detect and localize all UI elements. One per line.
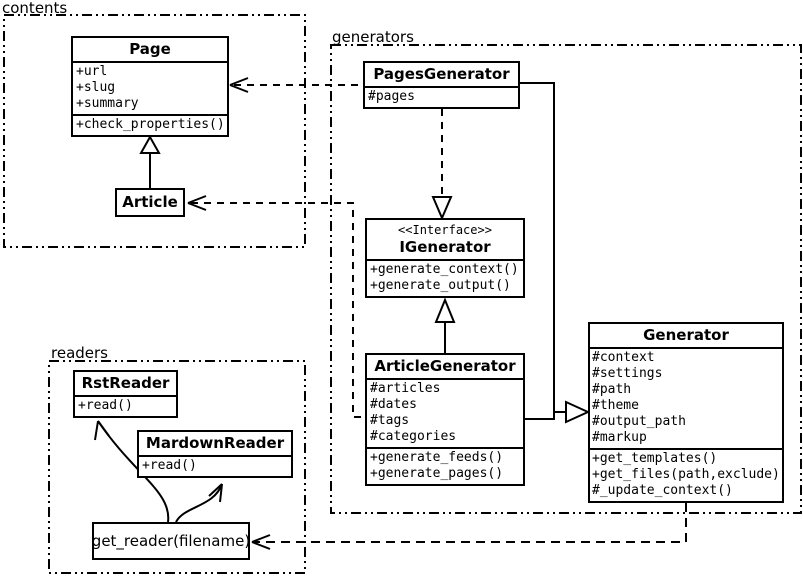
class-pagesgenerator: PagesGenerator #pages <box>363 61 520 109</box>
package-label-readers: readers <box>51 344 108 362</box>
package-label-contents: contents <box>2 0 68 17</box>
class-igenerator-stereotype: <<Interface>> <box>398 223 492 237</box>
class-rstreader-methods: +read() <box>75 395 176 416</box>
attribute-row: #context <box>592 350 655 365</box>
class-mardownreader-title: MardownReader <box>145 434 285 452</box>
attribute-row: #settings <box>592 366 663 381</box>
node-get-reader: get_reader(filename) <box>92 522 250 560</box>
class-articlegenerator-methods: +generate_feeds() +generate_pages() <box>367 447 523 484</box>
class-articlegenerator: ArticleGenerator #articles #dates #tags … <box>365 353 525 486</box>
class-page-title: Page <box>129 40 171 58</box>
dependency-articlegenerator-article <box>187 195 365 418</box>
attribute-row: +slug <box>76 80 116 95</box>
class-igenerator-methods: +generate_context() +generate_output() <box>367 259 523 296</box>
generalization-generators-generator <box>520 82 591 424</box>
attribute-row: #theme <box>592 398 639 413</box>
package-label-generators: generators <box>332 28 414 46</box>
class-articlegenerator-title: ArticleGenerator <box>374 357 516 375</box>
dependency-generator-getreader <box>251 503 687 550</box>
attribute-row: +url <box>76 64 108 79</box>
class-article: Article <box>115 188 185 217</box>
class-rstreader-title: RstReader <box>81 374 170 392</box>
method-row: +get_files(path,exclude) <box>592 467 780 482</box>
attribute-row: +summary <box>76 96 139 111</box>
realization-pagesgenerator-igenerator <box>431 109 453 221</box>
method-row: +generate_output() <box>370 278 511 293</box>
class-generator-attributes: #context #settings #path #theme #output_… <box>590 347 782 448</box>
class-rstreader: RstReader +read() <box>73 370 178 418</box>
method-row: +generate_pages() <box>370 466 504 481</box>
method-row: +read() <box>142 458 197 473</box>
class-pagesgenerator-attributes: #pages <box>365 86 518 107</box>
method-row: +get_templates() <box>592 451 718 466</box>
class-article-title: Article <box>122 193 178 211</box>
attribute-row: #output_path <box>592 414 686 429</box>
class-articlegenerator-attributes: #articles #dates #tags #categories <box>367 378 523 447</box>
class-page: Page +url +slug +summary +check_properti… <box>71 36 229 137</box>
class-mardownreader: MardownReader +read() <box>137 430 293 478</box>
package-contents-border <box>3 14 306 248</box>
method-row: #_update_context() <box>592 483 733 498</box>
attribute-row: #markup <box>592 430 647 445</box>
class-generator-title: Generator <box>643 326 729 344</box>
method-row: +generate_feeds() <box>370 450 504 465</box>
attribute-row: #tags <box>370 413 410 428</box>
method-row: +generate_context() <box>370 262 519 277</box>
attribute-row: #categories <box>370 429 457 444</box>
arrow-getreader-mardownreader <box>175 483 223 523</box>
attribute-row: #dates <box>370 397 417 412</box>
class-page-attributes: +url +slug +summary <box>73 61 227 114</box>
generalization-article-page <box>139 134 161 188</box>
class-igenerator-title: IGenerator <box>399 238 491 256</box>
package-generators-border <box>330 44 802 514</box>
class-pagesgenerator-title: PagesGenerator <box>373 65 510 83</box>
arrow-getreader-rstreader <box>94 420 170 523</box>
generalization-articlegenerator-igenerator <box>434 297 456 353</box>
attribute-row: #articles <box>370 381 441 396</box>
class-igenerator: <<Interface>> IGenerator +generate_conte… <box>365 218 525 298</box>
class-page-methods: +check_properties() <box>73 114 227 135</box>
class-mardownreader-methods: +read() <box>139 455 291 476</box>
dependency-pagesgenerator-page <box>229 77 363 93</box>
class-generator-methods: +get_templates() +get_files(path,exclude… <box>590 448 782 501</box>
method-row: +check_properties() <box>76 117 225 132</box>
node-get-reader-label: get_reader(filename) <box>91 532 251 550</box>
attribute-row: #path <box>592 382 632 397</box>
class-generator: Generator #context #settings #path #them… <box>588 322 784 503</box>
attribute-row: #pages <box>368 89 415 104</box>
method-row: +read() <box>78 398 133 413</box>
